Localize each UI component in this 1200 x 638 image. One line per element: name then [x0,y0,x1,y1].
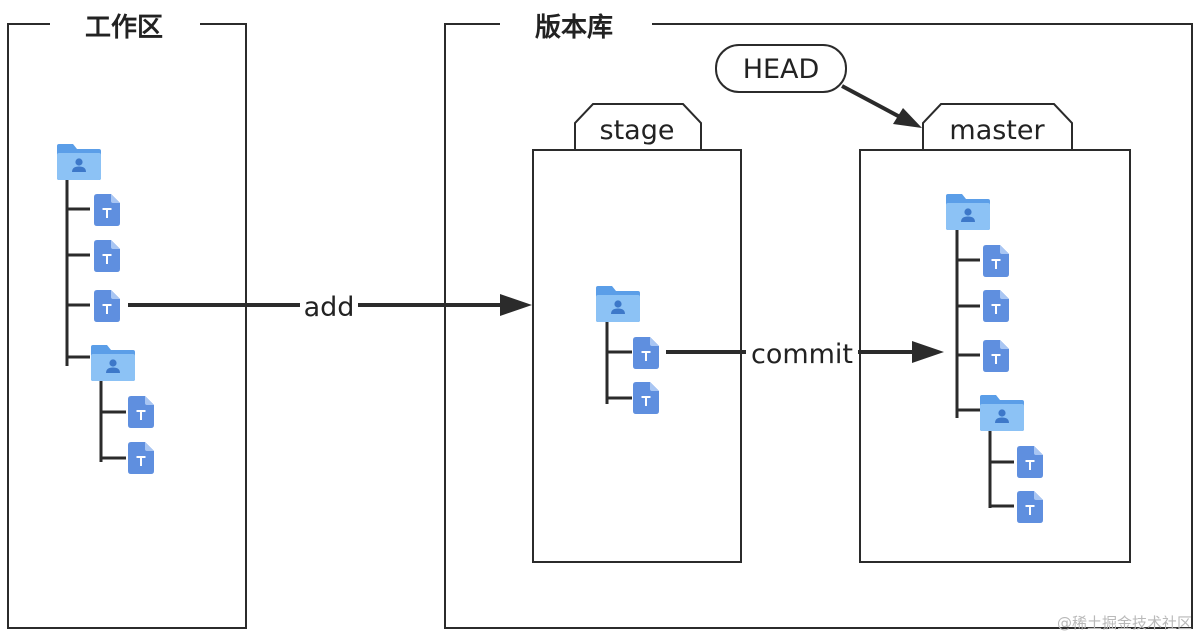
stage-panel: stage [532,103,742,563]
stage-tree-lines [605,318,632,404]
folder-user-icon [91,345,135,381]
workspace-frame [7,23,247,629]
text-file-icon [983,290,1009,322]
folder-user-icon [980,395,1024,431]
repository-panel: 版本库 [444,13,1193,629]
commit-arrow: commit [666,334,944,370]
text-file-icon [633,382,659,414]
master-label: master [949,115,1045,146]
text-file-icon [128,442,154,474]
workspace-tree-lines [65,178,126,462]
commit-label: commit [751,339,853,370]
text-file-icon [94,240,120,272]
folder-user-icon [596,286,640,322]
master-box [859,149,1131,563]
head-arrow-line [841,84,901,119]
stage-box [532,149,742,563]
workspace-panel: 工作区 [7,13,247,629]
text-file-icon [983,245,1009,277]
text-file-icon [983,340,1009,372]
text-file-icon [94,290,120,322]
workspace-title: 工作区 [85,13,163,43]
folder-user-icon [946,194,990,230]
commit-label-bg [746,334,858,370]
text-file-icon [1017,491,1043,523]
add-label: add [304,292,355,323]
repository-title: 版本库 [534,13,613,43]
head-arrow-head [893,108,922,128]
master-panel: master [859,103,1131,563]
add-arrow-head [500,294,532,316]
folder-user-icon [57,144,101,180]
head-pointer: HEAD [715,44,922,128]
repository-frame [444,23,1193,629]
text-file-icon [94,194,120,226]
add-arrow: add [128,287,532,323]
master-tree-lines [955,228,1014,508]
text-file-icon [128,396,154,428]
head-label: HEAD [743,54,820,85]
master-tab [922,103,1073,150]
text-file-icon [1017,446,1043,478]
head-badge [715,44,847,93]
watermark: @稀土掘金技术社区 [1057,614,1192,632]
commit-arrow-head [912,341,944,363]
text-file-icon [633,337,659,369]
stage-label: stage [600,115,675,146]
stage-tab [574,103,702,150]
add-label-bg [300,287,358,323]
